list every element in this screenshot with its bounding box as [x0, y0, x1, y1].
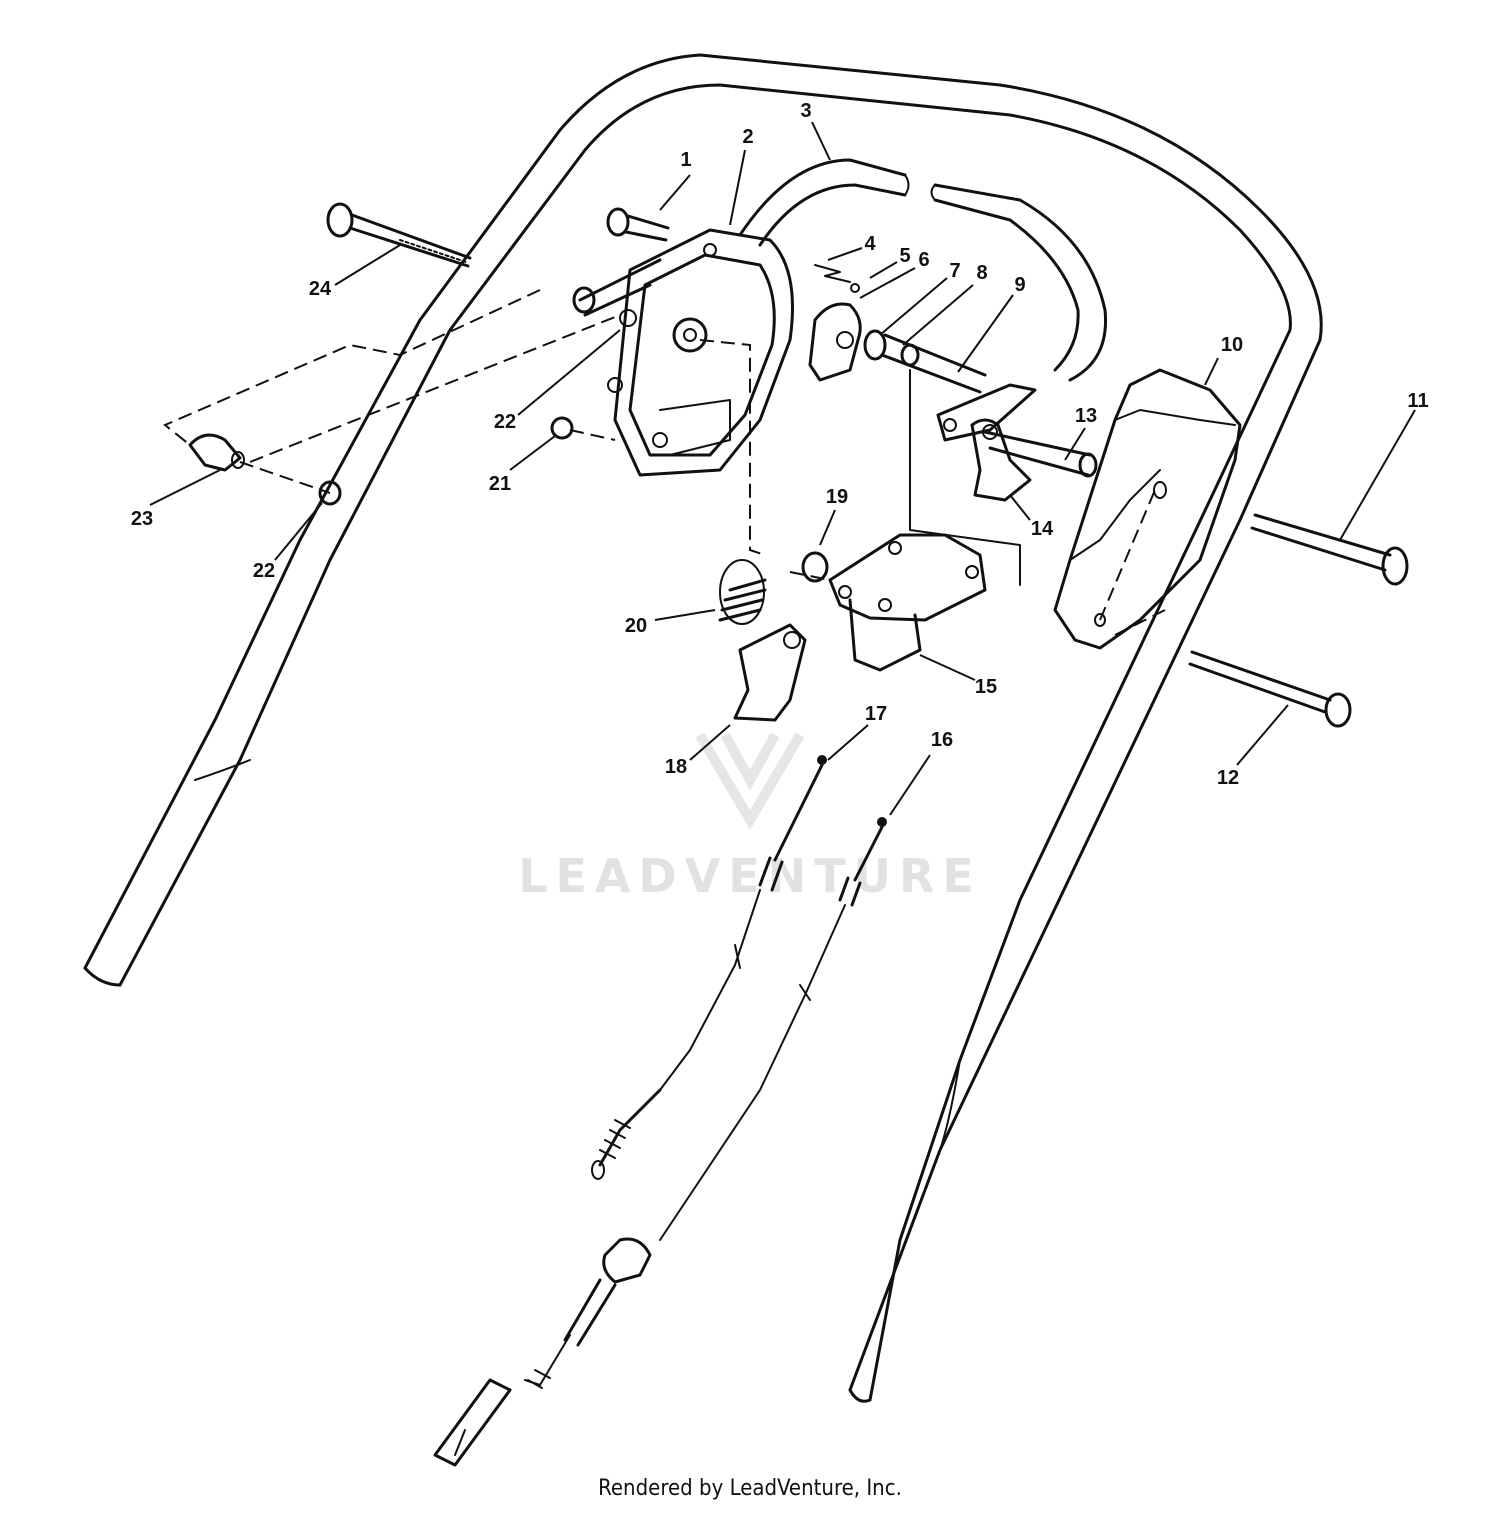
control-housing [572, 228, 794, 477]
spring-clip-4 [814, 264, 851, 283]
cover-10 [1053, 368, 1242, 650]
leader-lines [149, 121, 1416, 816]
footer-credit: Rendered by LeadVenture, Inc. [598, 1476, 902, 1501]
callout-18: 18 [665, 756, 687, 778]
washer-5 [850, 283, 860, 293]
callout-5: 5 [899, 245, 910, 267]
callout-labels: 1 2 3 4 5 6 7 8 9 10 11 12 13 14 15 16 1… [131, 100, 1429, 789]
watermark-brand-text: LEADVENTURE [518, 849, 982, 903]
alignment-lines [163, 289, 1166, 636]
callout-23: 23 [131, 508, 153, 530]
shaft-8 [880, 333, 987, 394]
bolt-12 [1188, 650, 1352, 728]
callout-10: 10 [1221, 334, 1243, 356]
callout-17: 17 [865, 703, 887, 725]
cam-lever [808, 302, 862, 382]
bolt-24 [326, 202, 472, 268]
callout-20: 20 [625, 615, 647, 637]
watermark: LEADVENTURE [518, 732, 982, 903]
rod-9 [909, 369, 1021, 586]
upper-handle [83, 53, 1323, 1403]
bushing-23 [188, 433, 245, 472]
trigger-18 [733, 623, 807, 722]
callout-22-lower: 22 [253, 560, 275, 582]
callout-1: 1 [680, 149, 691, 171]
callout-24: 24 [309, 278, 332, 300]
callout-12: 12 [1217, 767, 1239, 789]
callout-14: 14 [1031, 518, 1054, 540]
callout-4: 4 [864, 233, 876, 255]
spring-20 [718, 559, 767, 625]
bolt-1 [606, 207, 670, 242]
washer-19 [801, 551, 829, 583]
bushing-7 [863, 329, 887, 361]
drive-cable-16 [433, 817, 887, 1467]
callout-16: 16 [931, 729, 953, 751]
bracket-15 [828, 533, 987, 672]
callout-8: 8 [976, 262, 987, 284]
callout-6: 6 [918, 249, 929, 271]
callout-11: 11 [1407, 390, 1428, 412]
callout-19: 19 [826, 486, 848, 508]
nut-21 [550, 416, 574, 440]
callout-2: 2 [742, 126, 753, 148]
callout-7: 7 [949, 260, 960, 282]
callout-3: 3 [800, 100, 811, 122]
callout-22-upper: 22 [494, 411, 516, 433]
latch-14 [970, 418, 1032, 502]
callout-13: 13 [1075, 405, 1097, 427]
throttle-cable-17 [591, 755, 827, 1180]
control-bail [738, 158, 1108, 382]
callout-9: 9 [1014, 274, 1025, 296]
lever-arm [936, 383, 1098, 478]
callout-21: 21 [489, 473, 511, 495]
bolt-11 [1250, 513, 1409, 586]
watermark-logo [695, 732, 805, 830]
callout-15: 15 [975, 676, 997, 698]
nut-22-lower [318, 480, 342, 506]
